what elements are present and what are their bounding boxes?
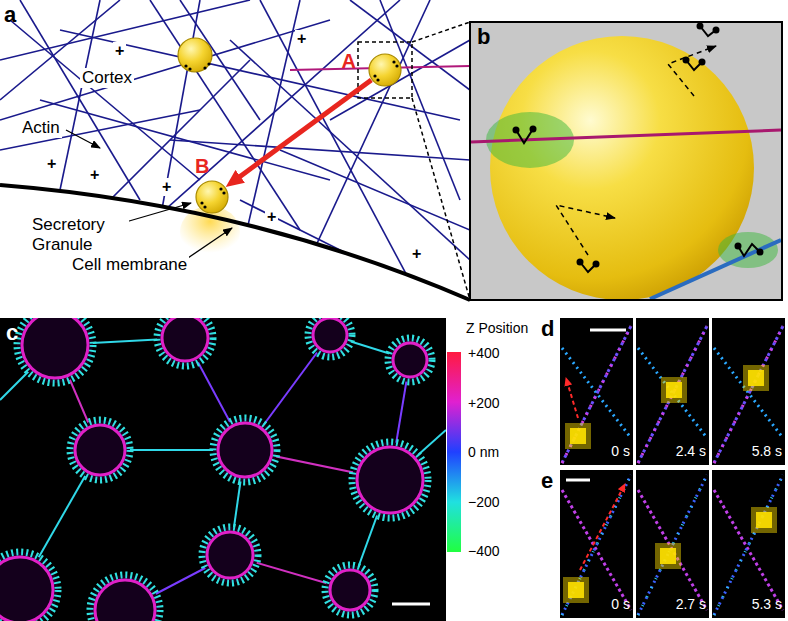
region-label: Cortex bbox=[80, 68, 134, 88]
granule-node: B bbox=[195, 180, 229, 214]
time-stamp: 0 s bbox=[611, 596, 630, 612]
granule-node: A bbox=[368, 53, 402, 87]
colorbar-tick: +200 bbox=[468, 395, 500, 411]
barbed-end-mark: + bbox=[113, 42, 126, 60]
leader-arrow bbox=[182, 228, 232, 262]
actin-network bbox=[0, 0, 470, 300]
granule bbox=[178, 38, 212, 72]
granule-closeup bbox=[471, 23, 781, 299]
part-label: Cell membrane bbox=[70, 255, 189, 275]
granule-shape bbox=[368, 53, 402, 87]
tracking-frames-d bbox=[560, 318, 785, 465]
granule-shape bbox=[195, 180, 229, 214]
barbed-end-mark: + bbox=[88, 166, 101, 184]
barbed-end-mark: + bbox=[410, 245, 423, 263]
panel-letter: a bbox=[4, 2, 16, 27]
colorbar-tick: +400 bbox=[468, 345, 500, 361]
axis-title: Z Position bbox=[466, 320, 528, 336]
fusion-glow bbox=[180, 206, 240, 258]
time-stamp: 0 s bbox=[611, 443, 630, 459]
zoom-box bbox=[358, 42, 412, 98]
barbed-end-mark: + bbox=[45, 155, 58, 173]
position-label: A bbox=[342, 51, 356, 71]
barbed-end-mark: + bbox=[295, 30, 308, 48]
leader-arrow bbox=[66, 130, 100, 148]
time-stamp: 2.7 s bbox=[676, 596, 706, 612]
colorbar-tick: 0 nm bbox=[468, 444, 499, 460]
part-label: Secretory Granule bbox=[30, 215, 129, 254]
panel-letter: e bbox=[541, 468, 553, 493]
barbed-end-mark: + bbox=[265, 208, 278, 226]
panel-b-ground bbox=[470, 22, 782, 300]
panel-letter: b bbox=[477, 24, 490, 49]
time-stamp: 5.8 s bbox=[752, 443, 782, 459]
super-resolution-image bbox=[0, 318, 446, 621]
barbed-end-mark: + bbox=[160, 178, 173, 196]
tracking-frames-e bbox=[560, 470, 785, 618]
z-colorbar bbox=[447, 352, 461, 552]
colorbar-tick: −400 bbox=[468, 543, 500, 559]
red-arrow bbox=[237, 80, 371, 179]
colorbar-tick: −200 bbox=[468, 494, 500, 510]
zoom-line bbox=[412, 22, 470, 42]
time-stamp: 2.4 s bbox=[676, 443, 706, 459]
time-stamp: 5.3 s bbox=[752, 596, 782, 612]
part-label: Actin bbox=[20, 118, 62, 138]
panel-letter: d bbox=[541, 316, 554, 341]
position-label: B bbox=[195, 156, 209, 176]
zoom-line bbox=[412, 98, 470, 300]
cell-membrane bbox=[0, 185, 470, 300]
panel-letter: c bbox=[6, 320, 18, 345]
